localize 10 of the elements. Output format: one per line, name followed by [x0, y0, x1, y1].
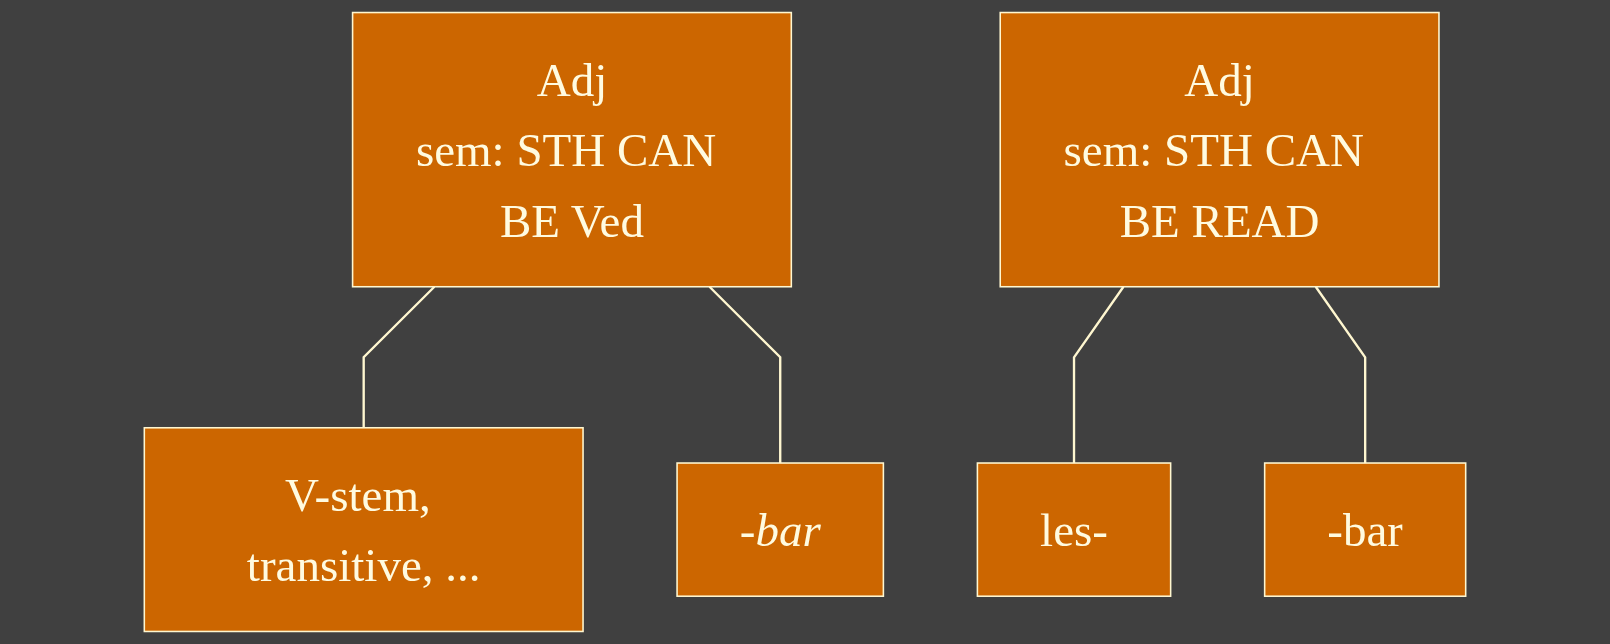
connector — [1314, 286, 1367, 463]
node-box: V-stem, transitive, ... — [143, 427, 584, 633]
node-box: -bar — [676, 462, 885, 597]
connector — [1072, 286, 1125, 463]
node-box: Adj sem: STH CAN BE Ved — [351, 11, 793, 288]
node-box: -bar — [1263, 462, 1467, 597]
node-box: Adj sem: STH CAN BE READ — [999, 11, 1440, 288]
connector — [362, 285, 436, 428]
connector — [708, 285, 782, 463]
node-box: les- — [976, 462, 1172, 597]
